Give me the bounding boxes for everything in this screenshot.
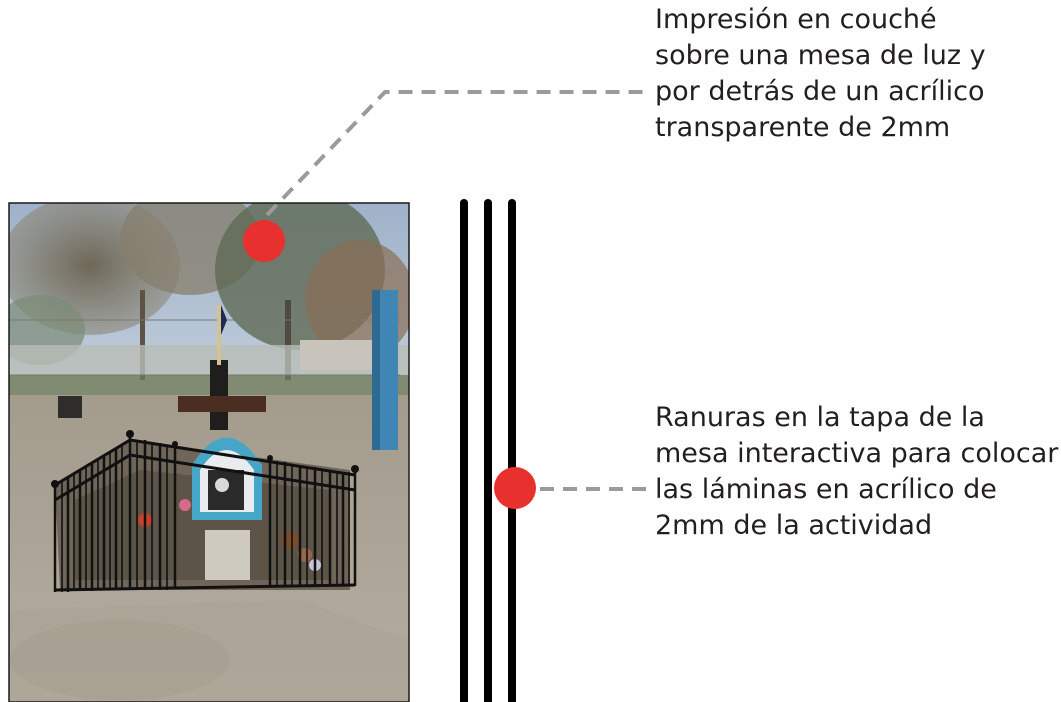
annotation-top-text: Impresión en couché sobre una mesa de lu… <box>655 4 986 143</box>
marker-dot-photo <box>243 220 285 262</box>
annotation-bottom-text: Ranuras en la tapa de la mesa interactiv… <box>655 402 1059 541</box>
photo-border <box>8 202 410 702</box>
leader-line-top <box>265 90 645 217</box>
memorial-photo <box>9 203 409 702</box>
slot-lines <box>460 199 516 702</box>
marker-dot-slots <box>494 467 536 509</box>
